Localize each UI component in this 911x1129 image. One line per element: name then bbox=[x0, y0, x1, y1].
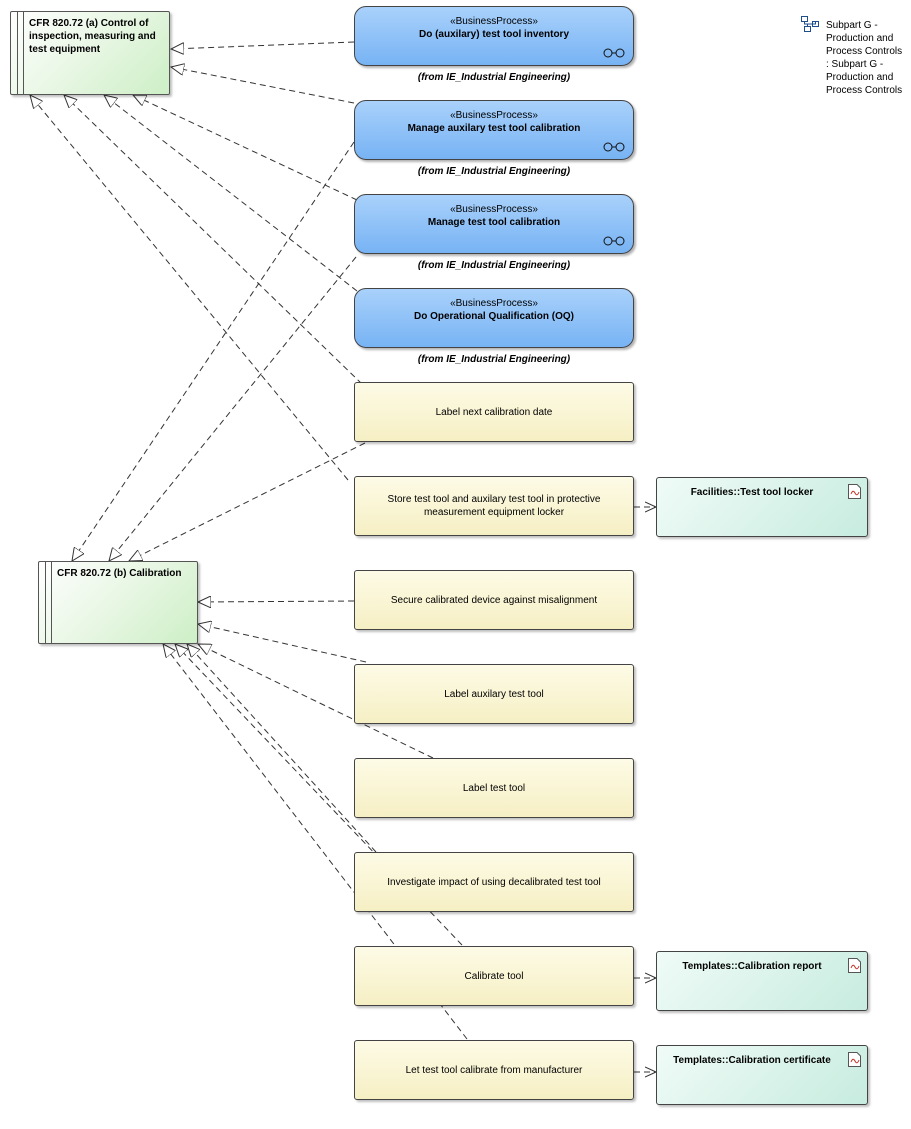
artifact-name: Templates::Calibration report bbox=[682, 961, 822, 972]
activity-secure-calibrated-device[interactable]: Secure calibrated device against misalig… bbox=[354, 570, 634, 630]
composite-link-icon bbox=[603, 142, 625, 152]
activity-label-auxilary-test-tool[interactable]: Label auxilary test tool bbox=[354, 664, 634, 724]
composite-link-icon bbox=[603, 48, 625, 58]
business-process-name: Manage test tool calibration bbox=[427, 217, 561, 228]
business-process-test-tool-inventory[interactable]: «BusinessProcess» Do (auxilary) test too… bbox=[354, 6, 634, 66]
activity-label: Label auxilary test tool bbox=[444, 688, 544, 700]
activity-store-test-tool[interactable]: Store test tool and auxilary test tool i… bbox=[354, 476, 634, 536]
stereotype-label: «BusinessProcess» bbox=[450, 204, 538, 215]
requirement-cfr-820-72-b[interactable]: CFR 820.72 (b) Calibration bbox=[38, 561, 198, 644]
business-process-manage-test-tool-calibration[interactable]: «BusinessProcess» Manage test tool calib… bbox=[354, 194, 634, 254]
stereotype-label: «BusinessProcess» bbox=[450, 16, 538, 27]
realization-connector bbox=[198, 601, 355, 602]
activity-label: Label next calibration date bbox=[435, 406, 553, 418]
activity-label: Investigate impact of using decalibrated… bbox=[387, 876, 601, 888]
stereotype-label: «BusinessProcess» bbox=[450, 110, 538, 121]
package-label: Subpart G - Production and Process Contr… bbox=[826, 20, 903, 96]
requirement-bar bbox=[17, 12, 24, 94]
requirement-title: CFR 820.72 (a) Control of inspection, me… bbox=[29, 18, 156, 55]
realization-connector bbox=[198, 624, 367, 663]
realization-connector bbox=[187, 644, 377, 853]
realization-connector bbox=[129, 442, 366, 561]
realization-connector bbox=[171, 67, 355, 104]
realization-connector bbox=[133, 95, 358, 201]
activity-investigate-impact[interactable]: Investigate impact of using decalibrated… bbox=[354, 852, 634, 912]
business-process-name: Do (auxilary) test tool inventory bbox=[418, 29, 570, 40]
realization-connector bbox=[171, 41, 355, 49]
requirement-bar bbox=[45, 562, 52, 643]
activity-label-next-calibration-date[interactable]: Label next calibration date bbox=[354, 382, 634, 442]
document-icon bbox=[848, 958, 861, 973]
from-package-label: (from IE_Industrial Engineering) bbox=[417, 166, 571, 177]
activity-label: Store test tool and auxilary test tool i… bbox=[387, 494, 601, 518]
from-package-label: (from IE_Industrial Engineering) bbox=[417, 260, 571, 271]
artifact-calibration-certificate[interactable]: Templates::Calibration certificate bbox=[656, 1045, 868, 1105]
business-process-name: Do Operational Qualification (OQ) bbox=[413, 311, 574, 322]
activity-label: Calibrate tool bbox=[464, 970, 524, 982]
realization-connector bbox=[30, 95, 349, 481]
composite-link-icon bbox=[603, 236, 625, 246]
package-diagram-icon bbox=[801, 16, 819, 32]
activity-calibrate-from-manufacturer[interactable]: Let test tool calibrate from manufacture… bbox=[354, 1040, 634, 1100]
requirement-cfr-820-72-a[interactable]: CFR 820.72 (a) Control of inspection, me… bbox=[10, 11, 170, 95]
artifact-calibration-report[interactable]: Templates::Calibration report bbox=[656, 951, 868, 1011]
requirement-title: CFR 820.72 (b) Calibration bbox=[57, 568, 182, 579]
activity-label: Let test tool calibrate from manufacture… bbox=[405, 1064, 583, 1076]
artifact-test-tool-locker[interactable]: Facilities::Test tool locker bbox=[656, 477, 868, 537]
activity-label: Label test tool bbox=[462, 782, 526, 794]
business-process-name: Manage auxilary test tool calibration bbox=[407, 123, 581, 134]
from-package-label: (from IE_Industrial Engineering) bbox=[417, 72, 571, 83]
realization-connector bbox=[104, 95, 358, 292]
activity-calibrate-tool[interactable]: Calibrate tool bbox=[354, 946, 634, 1006]
activity-label-test-tool[interactable]: Label test tool bbox=[354, 758, 634, 818]
business-process-operational-qualification[interactable]: «BusinessProcess» Do Operational Qualifi… bbox=[354, 288, 634, 348]
activity-label: Secure calibrated device against misalig… bbox=[390, 594, 598, 606]
business-process-manage-auxilary-calibration[interactable]: «BusinessProcess» Manage auxilary test t… bbox=[354, 100, 634, 160]
stereotype-label: «BusinessProcess» bbox=[450, 298, 538, 309]
realization-connector bbox=[72, 141, 355, 561]
document-icon bbox=[848, 484, 861, 499]
artifact-name: Templates::Calibration certificate bbox=[673, 1055, 831, 1066]
from-package-label: (from IE_Industrial Engineering) bbox=[417, 354, 571, 365]
realization-connector bbox=[109, 256, 357, 561]
document-icon bbox=[848, 1052, 861, 1067]
realization-connector bbox=[64, 95, 363, 385]
artifact-name: Facilities::Test tool locker bbox=[690, 487, 814, 498]
